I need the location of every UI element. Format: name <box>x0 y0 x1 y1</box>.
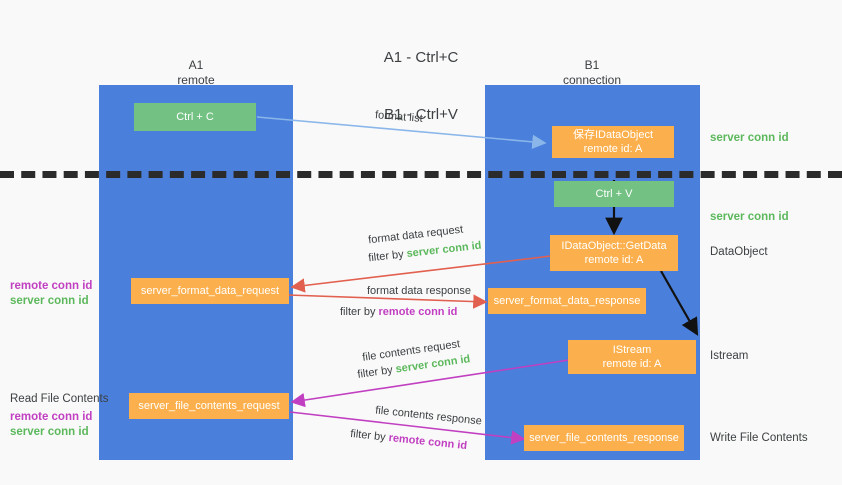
label-write-file-contents: Write File Contents <box>710 432 808 444</box>
annotation-format-data-response-filter: filter by remote conn id <box>340 305 457 319</box>
box-istream-title: IStream <box>612 344 652 356</box>
column-header-a1: A1 remote <box>116 58 276 88</box>
box-ctrl-v-label: Ctrl + V <box>595 188 633 200</box>
filter-prefix: filter by <box>349 427 390 444</box>
arrow-format-data-request <box>290 255 552 293</box>
label-server-conn-id-mid: server conn id <box>710 211 789 223</box>
arrow-format-list <box>256 116 547 150</box>
filter-prefix: filter by <box>340 306 379 318</box>
box-getdata-remote-id: remote id: A <box>584 254 644 266</box>
box-ctrl-v[interactable]: Ctrl + V <box>554 181 674 207</box>
box-server-format-data-response[interactable]: server_format_data_response <box>488 288 646 314</box>
box-save-idataobject-title: 保存IDataObject <box>572 129 654 141</box>
box-server-format-data-response-label: server_format_data_response <box>493 295 641 307</box>
title-line-2: B1 - Ctrl+V <box>384 106 458 123</box>
box-idataobject-getdata[interactable]: IDataObject::GetData remote id: A <box>550 235 678 271</box>
title-line-1: A1 - Ctrl+C <box>383 49 459 66</box>
box-server-file-contents-response[interactable]: server_file_contents_response <box>524 425 684 451</box>
filter-value-remote-conn-id: remote conn id <box>378 306 458 318</box>
column-b1-role: connection <box>562 73 622 87</box>
label-server-conn-id-top: server conn id <box>710 132 789 144</box>
box-save-idataobject[interactable]: 保存IDataObject remote id: A <box>552 126 674 158</box>
label-read-file-contents: Read File Contents <box>10 393 109 405</box>
annotation-format-data-response-text: format data response <box>367 285 471 297</box>
arrow-file-contents-response <box>289 411 526 445</box>
column-header-b1: B1 connection <box>512 58 672 88</box>
arrow-format-data-response <box>287 294 488 309</box>
box-getdata-title: IDataObject::GetData <box>561 240 667 252</box>
column-a1-role: remote <box>177 73 215 87</box>
box-ctrl-c[interactable]: Ctrl + C <box>134 103 256 131</box>
label-remote-conn-id-1: remote conn id <box>10 280 93 292</box>
column-a1-name: A1 <box>188 58 204 72</box>
column-b1-name: B1 <box>584 58 600 72</box>
box-istream-remote-id: remote id: A <box>602 358 662 370</box>
label-istream: Istream <box>710 350 749 362</box>
box-istream[interactable]: IStream remote id: A <box>568 340 696 374</box>
arrow-file-contents-request <box>290 359 570 408</box>
box-server-file-contents-request-label: server_file_contents_request <box>138 400 280 412</box>
annotation-format-data-response: format data response <box>367 284 471 298</box>
label-dataobject: DataObject <box>710 246 768 258</box>
box-server-file-contents-request[interactable]: server_file_contents_request <box>129 393 289 419</box>
label-server-conn-id-2: server conn id <box>10 426 89 438</box>
label-server-conn-id-1: server conn id <box>10 295 89 307</box>
page-title: A1 - Ctrl+C B1 - Ctrl+V <box>0 10 842 143</box>
box-save-idataobject-remote-id: remote id: A <box>583 143 643 155</box>
box-server-file-contents-response-label: server_file_contents_response <box>529 432 679 444</box>
box-ctrl-c-label: Ctrl + C <box>176 111 214 123</box>
box-server-format-data-request-label: server_format_data_request <box>140 285 280 297</box>
phase-divider <box>0 171 842 178</box>
box-server-format-data-request[interactable]: server_format_data_request <box>131 278 289 304</box>
arrow-getdata-istream <box>660 270 699 336</box>
label-remote-conn-id-2: remote conn id <box>10 411 93 423</box>
